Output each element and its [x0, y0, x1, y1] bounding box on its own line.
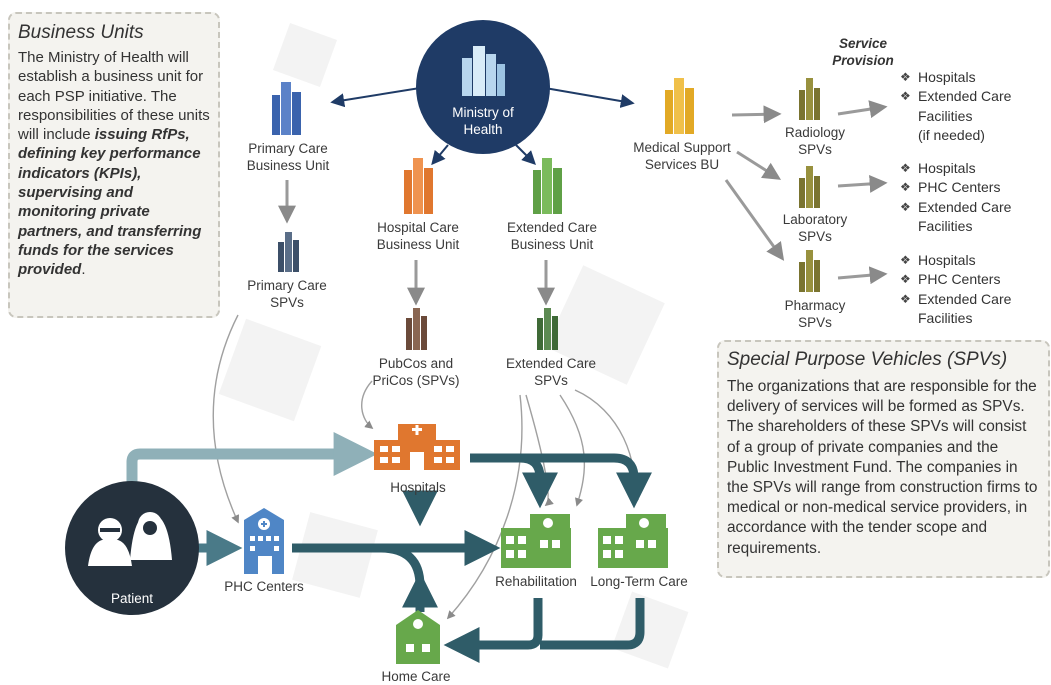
business-units-text: The Ministry of Health will establish a … [18, 48, 210, 280]
business-units-text-plain: The Ministry of Health will establish a … [18, 49, 210, 144]
grey-arrows [278, 100, 888, 306]
pubcos-label: PubCos and PriCos (SPVs) [372, 356, 460, 388]
patient-node [65, 481, 199, 615]
home-care-label: Home Care [381, 669, 451, 684]
list-item: Hospitals [900, 68, 1040, 88]
phc-icon [244, 508, 284, 574]
ltc-label: Long-Term Care [590, 574, 688, 589]
list-item-continuation: (if needed) [918, 126, 985, 143]
medical-bu-label: Medical Support Services BU [633, 140, 731, 172]
laboratory-icon [799, 166, 820, 208]
spv-box: Special Purpose Vehicles (SPVs) The orga… [717, 340, 1050, 578]
radiology-icon [799, 78, 820, 120]
ministry-node [416, 20, 550, 154]
pharmacy-icon [799, 250, 820, 292]
ministry-arrows [330, 87, 635, 166]
hospitals-label: Hospitals [390, 480, 446, 495]
business-units-text-end: . [81, 261, 86, 279]
patient-label: Patient [110, 591, 154, 606]
service-provision-title: Service Provision [832, 36, 894, 68]
hospital-icon [374, 424, 460, 470]
home-care-icon [396, 610, 440, 664]
primary-bu-icon [272, 82, 301, 135]
extended-bu-icon [533, 158, 562, 214]
patient-flow [126, 432, 652, 663]
list-item: Extended Care Facilities [900, 198, 1040, 237]
primary-spvs-label: Primary Care SPVs [247, 278, 327, 310]
rehab-label: Rehabilitation [495, 574, 577, 589]
pharmacy-label: Pharmacy SPVs [784, 298, 846, 330]
primary-bu-label: Primary Care Business Unit [246, 141, 330, 173]
list-item: Hospitals [900, 159, 1040, 179]
radiology-services-list: Hospitals Extended Care Facilities (if n… [900, 68, 1040, 145]
medical-bu-icon [665, 78, 694, 134]
building-icon [462, 46, 505, 96]
spv-text: The organizations that are responsible f… [727, 378, 1038, 557]
business-units-box: Business Units The Ministry of Health wi… [8, 12, 220, 318]
list-item: Extended Care Facilities [900, 290, 1040, 329]
list-item: Hospitals [900, 251, 1040, 271]
ltc-icon [598, 514, 668, 568]
hospital-bu-icon [404, 158, 433, 214]
laboratory-label: Laboratory SPVs [782, 212, 848, 244]
extended-spv-icon [537, 308, 558, 350]
list-item: Extended Care Facilities [900, 87, 1040, 126]
laboratory-services-list: Hospitals PHC Centers Extended Care Faci… [900, 159, 1040, 236]
radiology-label: Radiology SPVs [784, 125, 846, 157]
pubcos-icon [406, 308, 427, 350]
ministry-label: Ministry of Health [452, 105, 514, 137]
list-item: PHC Centers [900, 270, 1040, 290]
spv-title: Special Purpose Vehicles (SPVs) [727, 349, 1008, 370]
extended-spvs-label: Extended Care SPVs [505, 356, 597, 388]
people-icon [88, 512, 172, 566]
list-item: PHC Centers [900, 178, 1040, 198]
business-units-title: Business Units [18, 22, 144, 43]
extended-bu-label: Extended Care Business Unit [506, 220, 598, 252]
hospital-bu-label: Hospital Care Business Unit [376, 220, 460, 252]
rehab-icon [501, 514, 571, 568]
business-units-text-emphasis: issuing RfPs, defining key performance i… [18, 126, 202, 279]
primary-spv-icon [278, 232, 299, 272]
phc-label: PHC Centers [224, 579, 304, 594]
pharmacy-services-list: Hospitals PHC Centers Extended Care Faci… [900, 251, 1040, 328]
